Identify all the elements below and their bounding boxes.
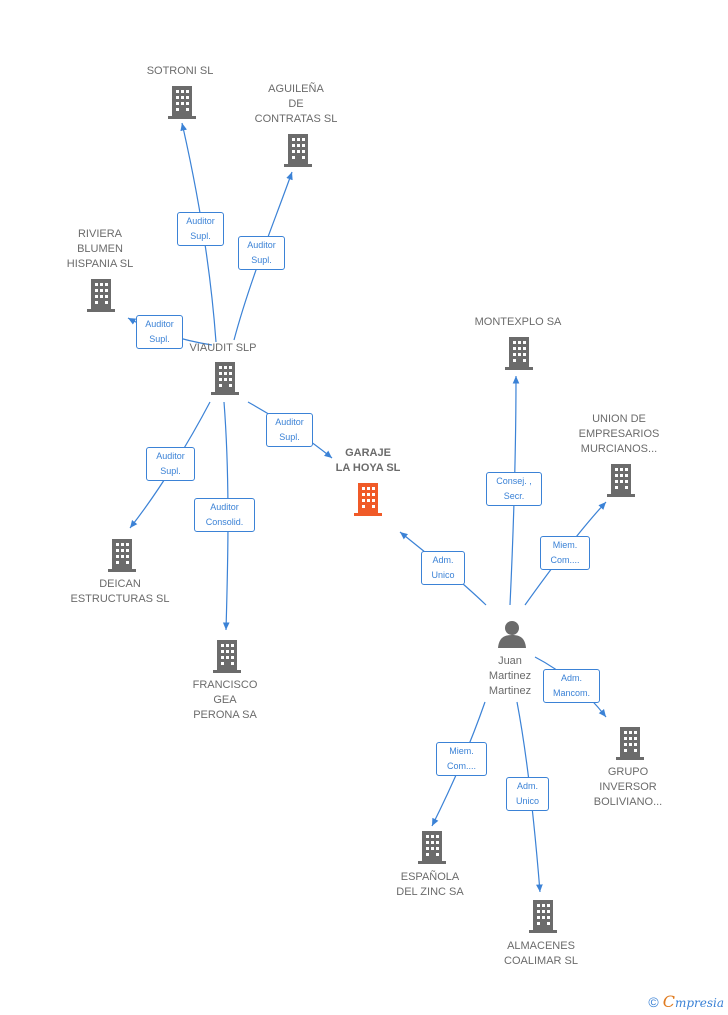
node-label-sotroni[interactable]: SOTRONI SL [146,65,214,77]
node-label-garaje[interactable]: GARAJE LA HOYA SL [335,447,401,474]
brand-initial: C [662,992,675,1011]
edge-role-espanola[interactable]: Miem. Com.... [436,742,487,776]
edge-role-almacenes[interactable]: Adm. Unico [506,777,549,811]
edge-role-garaje-auditor[interactable]: Auditor Supl. [266,413,313,447]
edge-role-deican[interactable]: Auditor Supl. [146,447,195,481]
building-icon[interactable] [107,539,137,572]
edge-role-montexplo[interactable]: Consej. , Secr. [486,472,542,506]
building-icon[interactable] [283,134,313,167]
node-label-deican[interactable]: DEICAN ESTRUCTURAS SL [70,578,170,605]
edge-role-union[interactable]: Miem. Com.... [540,536,590,570]
node-label-viaudit[interactable]: VIAUDIT SLP [189,342,257,354]
building-icon[interactable] [167,86,197,119]
building-icon[interactable] [528,900,558,933]
edge-role-garaje-adm[interactable]: Adm. Unico [421,551,465,585]
building-icon[interactable] [615,727,645,760]
empresia-logo[interactable]: ©Cmpresia [648,992,724,1011]
person-icon[interactable] [497,619,527,649]
edge-role-grupo[interactable]: Adm. Mancom. [543,669,600,703]
edge-role-sotroni[interactable]: Auditor Supl. [177,212,224,246]
building-icon[interactable] [210,362,240,395]
copyright-symbol: © [648,994,659,1010]
edge-role-aguilena[interactable]: Auditor Supl. [238,236,285,270]
brand-name: mpresia [674,996,724,1010]
building-icon[interactable] [606,464,636,497]
node-label-almacenes[interactable]: ALMACENES COALIMAR SL [504,940,578,967]
node-label-union[interactable]: UNION DE EMPRESARIOS MURCIANOS... [578,413,660,455]
node-label-juan[interactable]: Juan Martinez Martinez [488,655,532,697]
node-label-grupo[interactable]: GRUPO INVERSOR BOLIVIANO... [593,766,663,808]
node-label-espanola[interactable]: ESPAÑOLA DEL ZINC SA [396,871,464,898]
building-icon-focus[interactable] [353,483,383,516]
building-icon[interactable] [86,279,116,312]
building-icon[interactable] [417,831,447,864]
edge-role-francisco[interactable]: Auditor Consolid. [194,498,255,532]
node-label-aguilena[interactable]: AGUILEÑA DE CONTRATAS SL [254,83,338,125]
edge-role-riviera[interactable]: Auditor Supl. [136,315,183,349]
node-label-francisco[interactable]: FRANCISCO GEA PERONA SA [192,679,258,721]
building-icon[interactable] [504,337,534,370]
node-label-montexplo[interactable]: MONTEXPLO SA [474,316,562,328]
node-label-riviera[interactable]: RIVIERA BLUMEN HISPANIA SL [66,228,134,270]
building-icon[interactable] [212,640,242,673]
